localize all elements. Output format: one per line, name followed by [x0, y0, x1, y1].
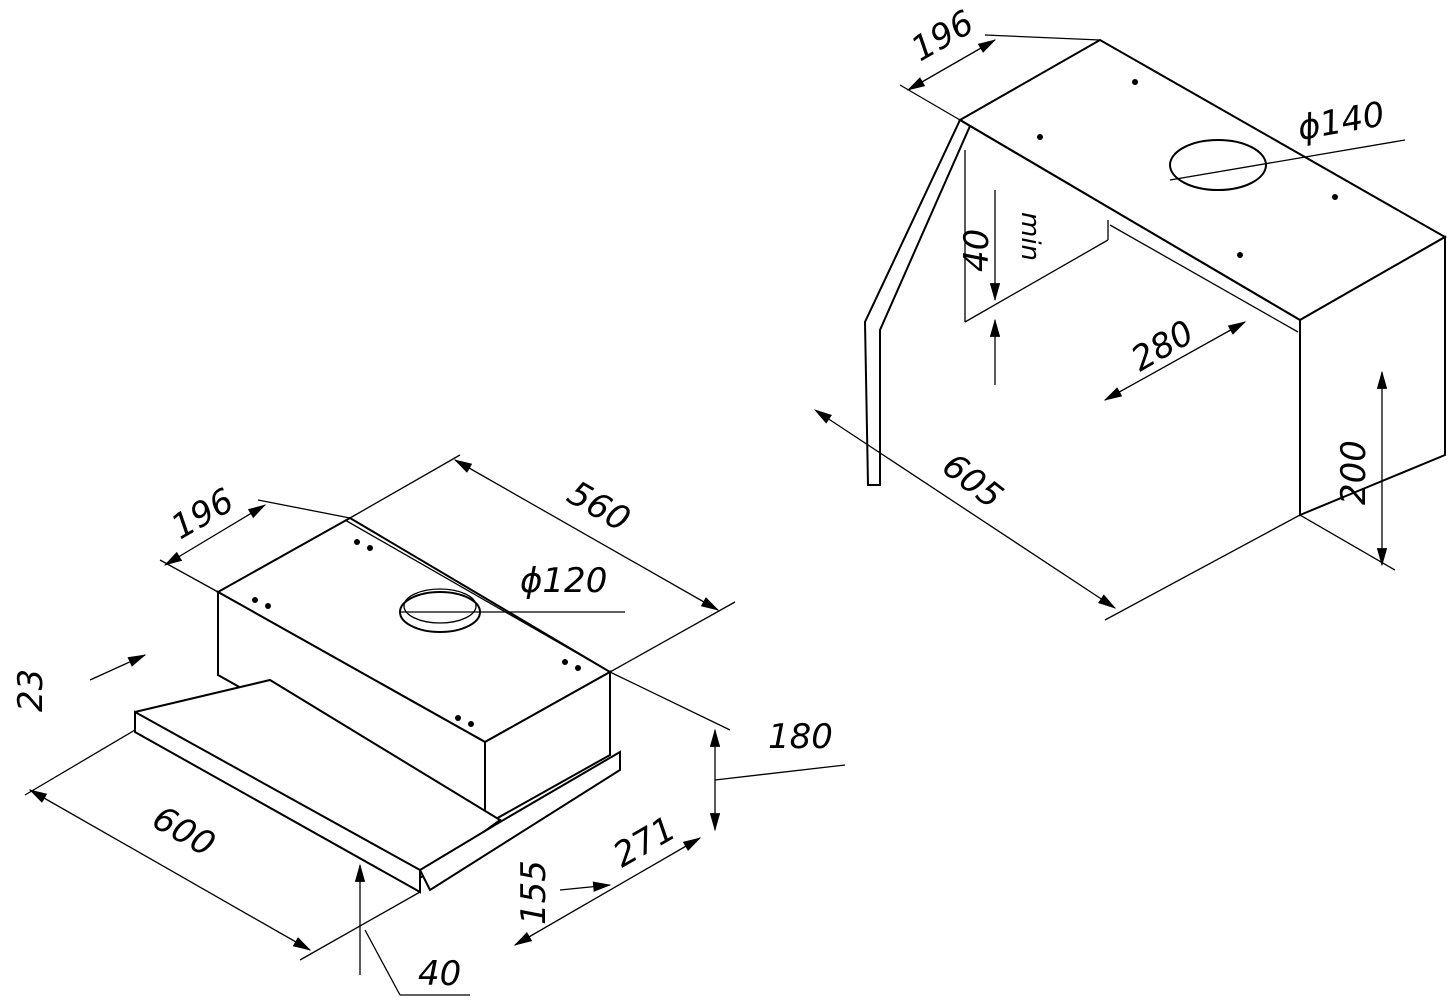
hood-dimension-labels: 196 560 ϕ120 23 180 600 271 155 40 — [11, 473, 833, 994]
dim-d120: ϕ120 — [520, 561, 607, 601]
dim-600: 600 — [146, 798, 222, 865]
cabinet-dimension-lines — [813, 34, 1406, 621]
dim-200: 200 — [1334, 440, 1374, 505]
dim-560: 560 — [561, 473, 637, 540]
dim-23: 23 — [11, 669, 51, 712]
dim-min-note: min — [1015, 212, 1045, 261]
dim-271: 271 — [607, 809, 683, 876]
dim-d140: ϕ140 — [1295, 94, 1388, 149]
dim-280: 280 — [1125, 313, 1201, 380]
dim-40-left: 40 — [418, 954, 461, 994]
dim-180: 180 — [768, 717, 833, 757]
dim-196-right: 196 — [905, 3, 981, 70]
hood-dimension-lines — [24, 454, 846, 996]
dim-155: 155 — [514, 860, 554, 925]
dim-40-right: 40 — [957, 229, 997, 272]
dim-605: 605 — [934, 446, 1010, 517]
dim-196-left: 196 — [165, 481, 241, 548]
